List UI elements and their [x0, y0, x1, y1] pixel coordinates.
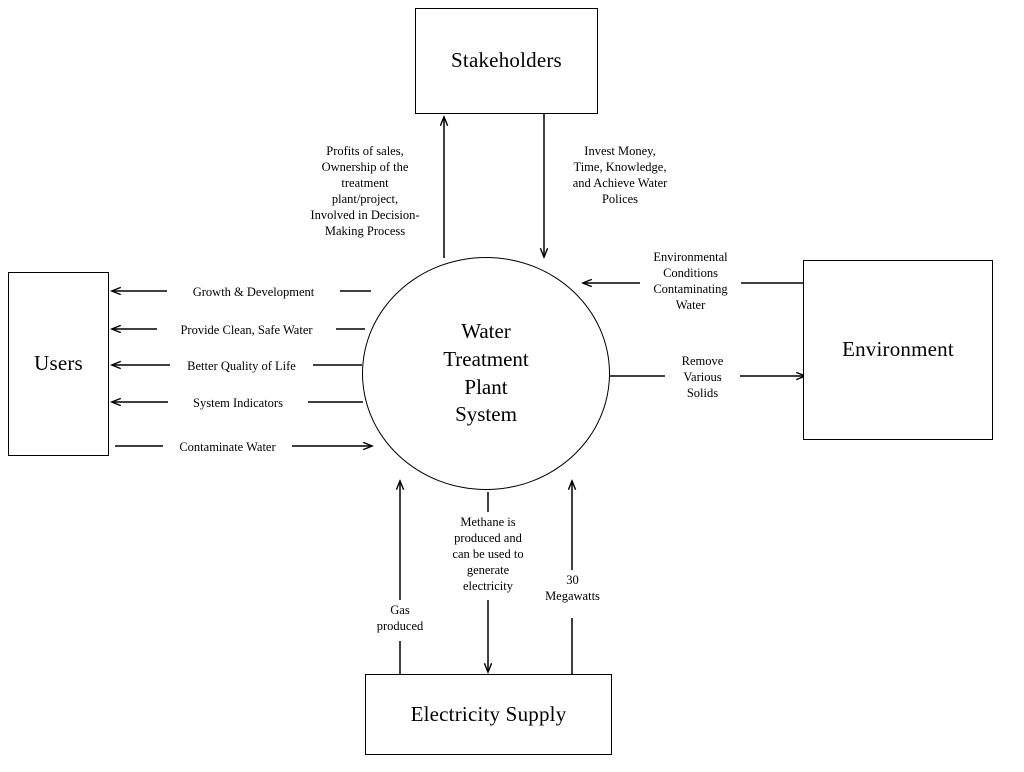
edge-label-profits-to-stakeholders: Profits of sales, Ownership of the treat… [310, 144, 420, 238]
node-environment-label: Environment [842, 337, 954, 362]
edge-label-invest-from-stakeholders: Invest Money, Time, Knowledge, and Achie… [572, 144, 668, 206]
node-water-treatment-plant-system[interactable]: Water Treatment Plant System [362, 257, 610, 490]
edge-label-growth-development: Growth & Development [192, 285, 315, 299]
node-environment[interactable]: Environment [803, 260, 993, 440]
node-stakeholders-label: Stakeholders [451, 48, 562, 73]
node-users[interactable]: Users [8, 272, 109, 456]
edge-label-better-quality-of-life: Better Quality of Life [187, 359, 296, 373]
edge-label-environmental-conditions: Environmental Conditions Contaminating W… [653, 250, 728, 312]
node-users-label: Users [34, 351, 83, 376]
node-stakeholders[interactable]: Stakeholders [415, 8, 598, 114]
edge-label-provide-clean-water: Provide Clean, Safe Water [180, 323, 313, 337]
edge-label-contaminate-water: Contaminate Water [179, 440, 276, 454]
node-electricity-supply[interactable]: Electricity Supply [365, 674, 612, 755]
edge-label-methane-generate-electricity: Methane is produced and can be used to g… [452, 515, 524, 593]
edge-label-remove-solids: Remove Various Solids [681, 354, 724, 400]
edge-label-megawatts: 30 Megawatts [545, 573, 600, 603]
node-electricity-supply-label: Electricity Supply [410, 701, 567, 726]
edge-label-system-indicators: System Indicators [193, 396, 283, 410]
node-process-label: Water Treatment Plant System [443, 318, 529, 427]
edge-label-gas-produced: Gas produced [376, 603, 424, 633]
